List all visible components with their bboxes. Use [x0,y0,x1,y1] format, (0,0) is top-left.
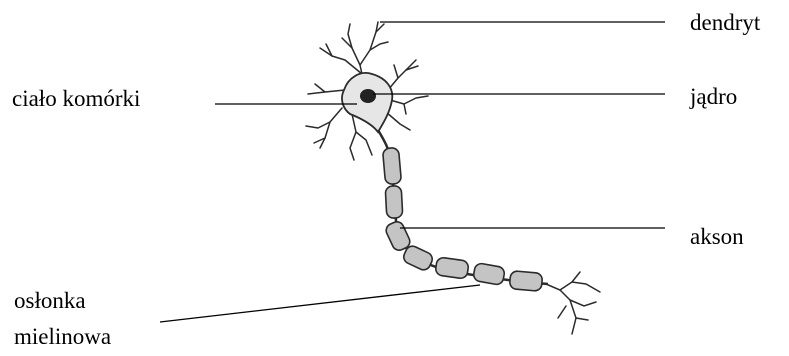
label-myelin-line1: osłonka [14,288,86,314]
leader-lines [160,22,665,322]
nucleus-shape [360,89,376,103]
label-dendrite: dendryt [690,10,760,36]
sheath-segment [473,263,506,286]
label-nucleus: jądro [690,84,737,110]
myelin-sheath [382,147,542,291]
label-myelin-line2: mielinowa [14,324,111,350]
axon-terminals [546,272,600,334]
myelin-leader [160,285,480,322]
label-axon: akson [690,224,744,250]
label-cell-body: ciało komórki [12,86,140,112]
sheath-segment [509,271,542,292]
sheath-segment [382,147,401,184]
sheath-segment [435,257,469,279]
sheath-segment [385,186,403,219]
